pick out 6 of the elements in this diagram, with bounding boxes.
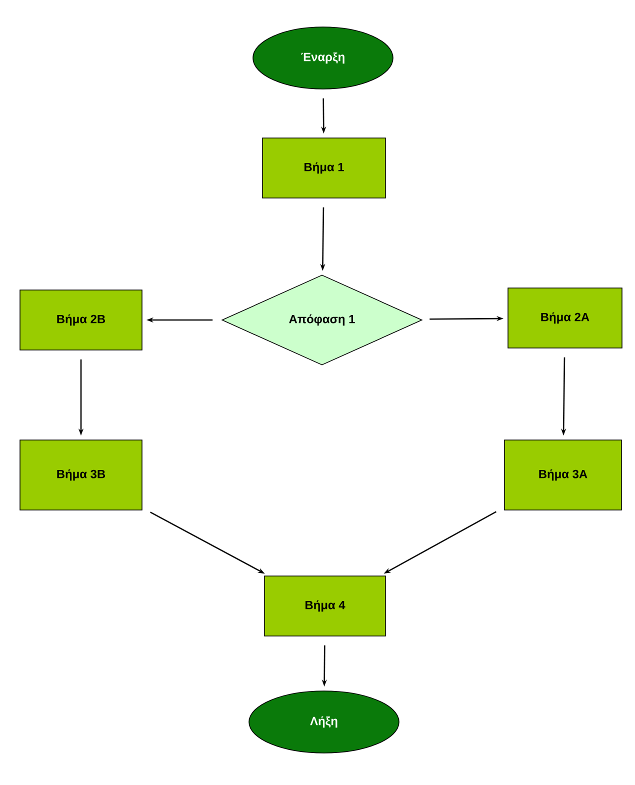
process-box: Βήμα 1 xyxy=(262,138,386,198)
process-box: Βήμα 2A xyxy=(508,288,622,348)
process-box: Βήμα 2B xyxy=(20,290,142,350)
process-box: Βήμα 4 xyxy=(264,576,386,636)
process-box: Βήμα 3A xyxy=(504,440,622,510)
process-box: Βήμα 3B xyxy=(20,440,142,510)
